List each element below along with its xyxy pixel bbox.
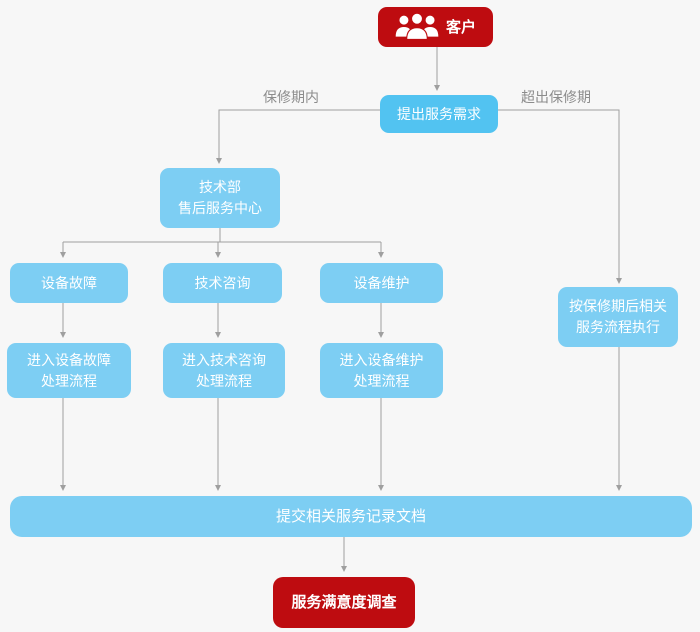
node-maintain-label: 设备维护 (353, 274, 410, 291)
node-consult-process: 进入技术咨询 处理流程 (163, 343, 285, 398)
node-maintain-process-line1: 进入设备维护 (339, 351, 424, 368)
node-submit-records: 提交相关服务记录文档 (10, 496, 692, 537)
node-fault-process-line1: 进入设备故障 (27, 351, 111, 368)
node-tech-center-line1: 技术部 (199, 179, 241, 195)
node-tech-center-line2: 售后服务中心 (178, 200, 262, 216)
node-fault-label: 设备故障 (41, 274, 97, 291)
node-maintain-process-line2: 处理流程 (353, 372, 410, 389)
node-consult-label: 技术咨询 (194, 274, 251, 291)
node-fault-process-line2: 处理流程 (41, 372, 97, 389)
node-fault-process: 进入设备故障 处理流程 (7, 343, 131, 398)
node-post-warranty-line2: 服务流程执行 (576, 319, 660, 335)
node-maintain: 设备维护 (320, 263, 443, 303)
node-post-warranty: 按保修期后相关 服务流程执行 (558, 287, 678, 347)
people-group-icon (395, 12, 439, 40)
node-post-warranty-line1: 按保修期后相关 (569, 298, 667, 314)
node-consult-process-line2: 处理流程 (196, 372, 252, 389)
node-request-label: 提出服务需求 (397, 105, 481, 122)
node-customer-label: 客户 (445, 18, 476, 36)
node-request: 提出服务需求 (380, 95, 498, 133)
node-tech-center: 技术部 售后服务中心 (160, 168, 280, 228)
node-submit-records-label: 提交相关服务记录文档 (275, 508, 426, 525)
edge-label-out-warranty: 超出保修期 (521, 89, 591, 105)
node-consult-process-line1: 进入技术咨询 (182, 351, 266, 368)
node-maintain-process: 进入设备维护 处理流程 (320, 343, 443, 398)
node-satisfaction-label: 服务满意度调查 (291, 594, 397, 611)
node-satisfaction: 服务满意度调查 (273, 577, 415, 628)
edge-label-in-warranty: 保修期内 (263, 89, 319, 105)
node-customer: 客户 (378, 7, 493, 47)
node-consult: 技术咨询 (163, 263, 282, 303)
node-fault: 设备故障 (10, 263, 128, 303)
